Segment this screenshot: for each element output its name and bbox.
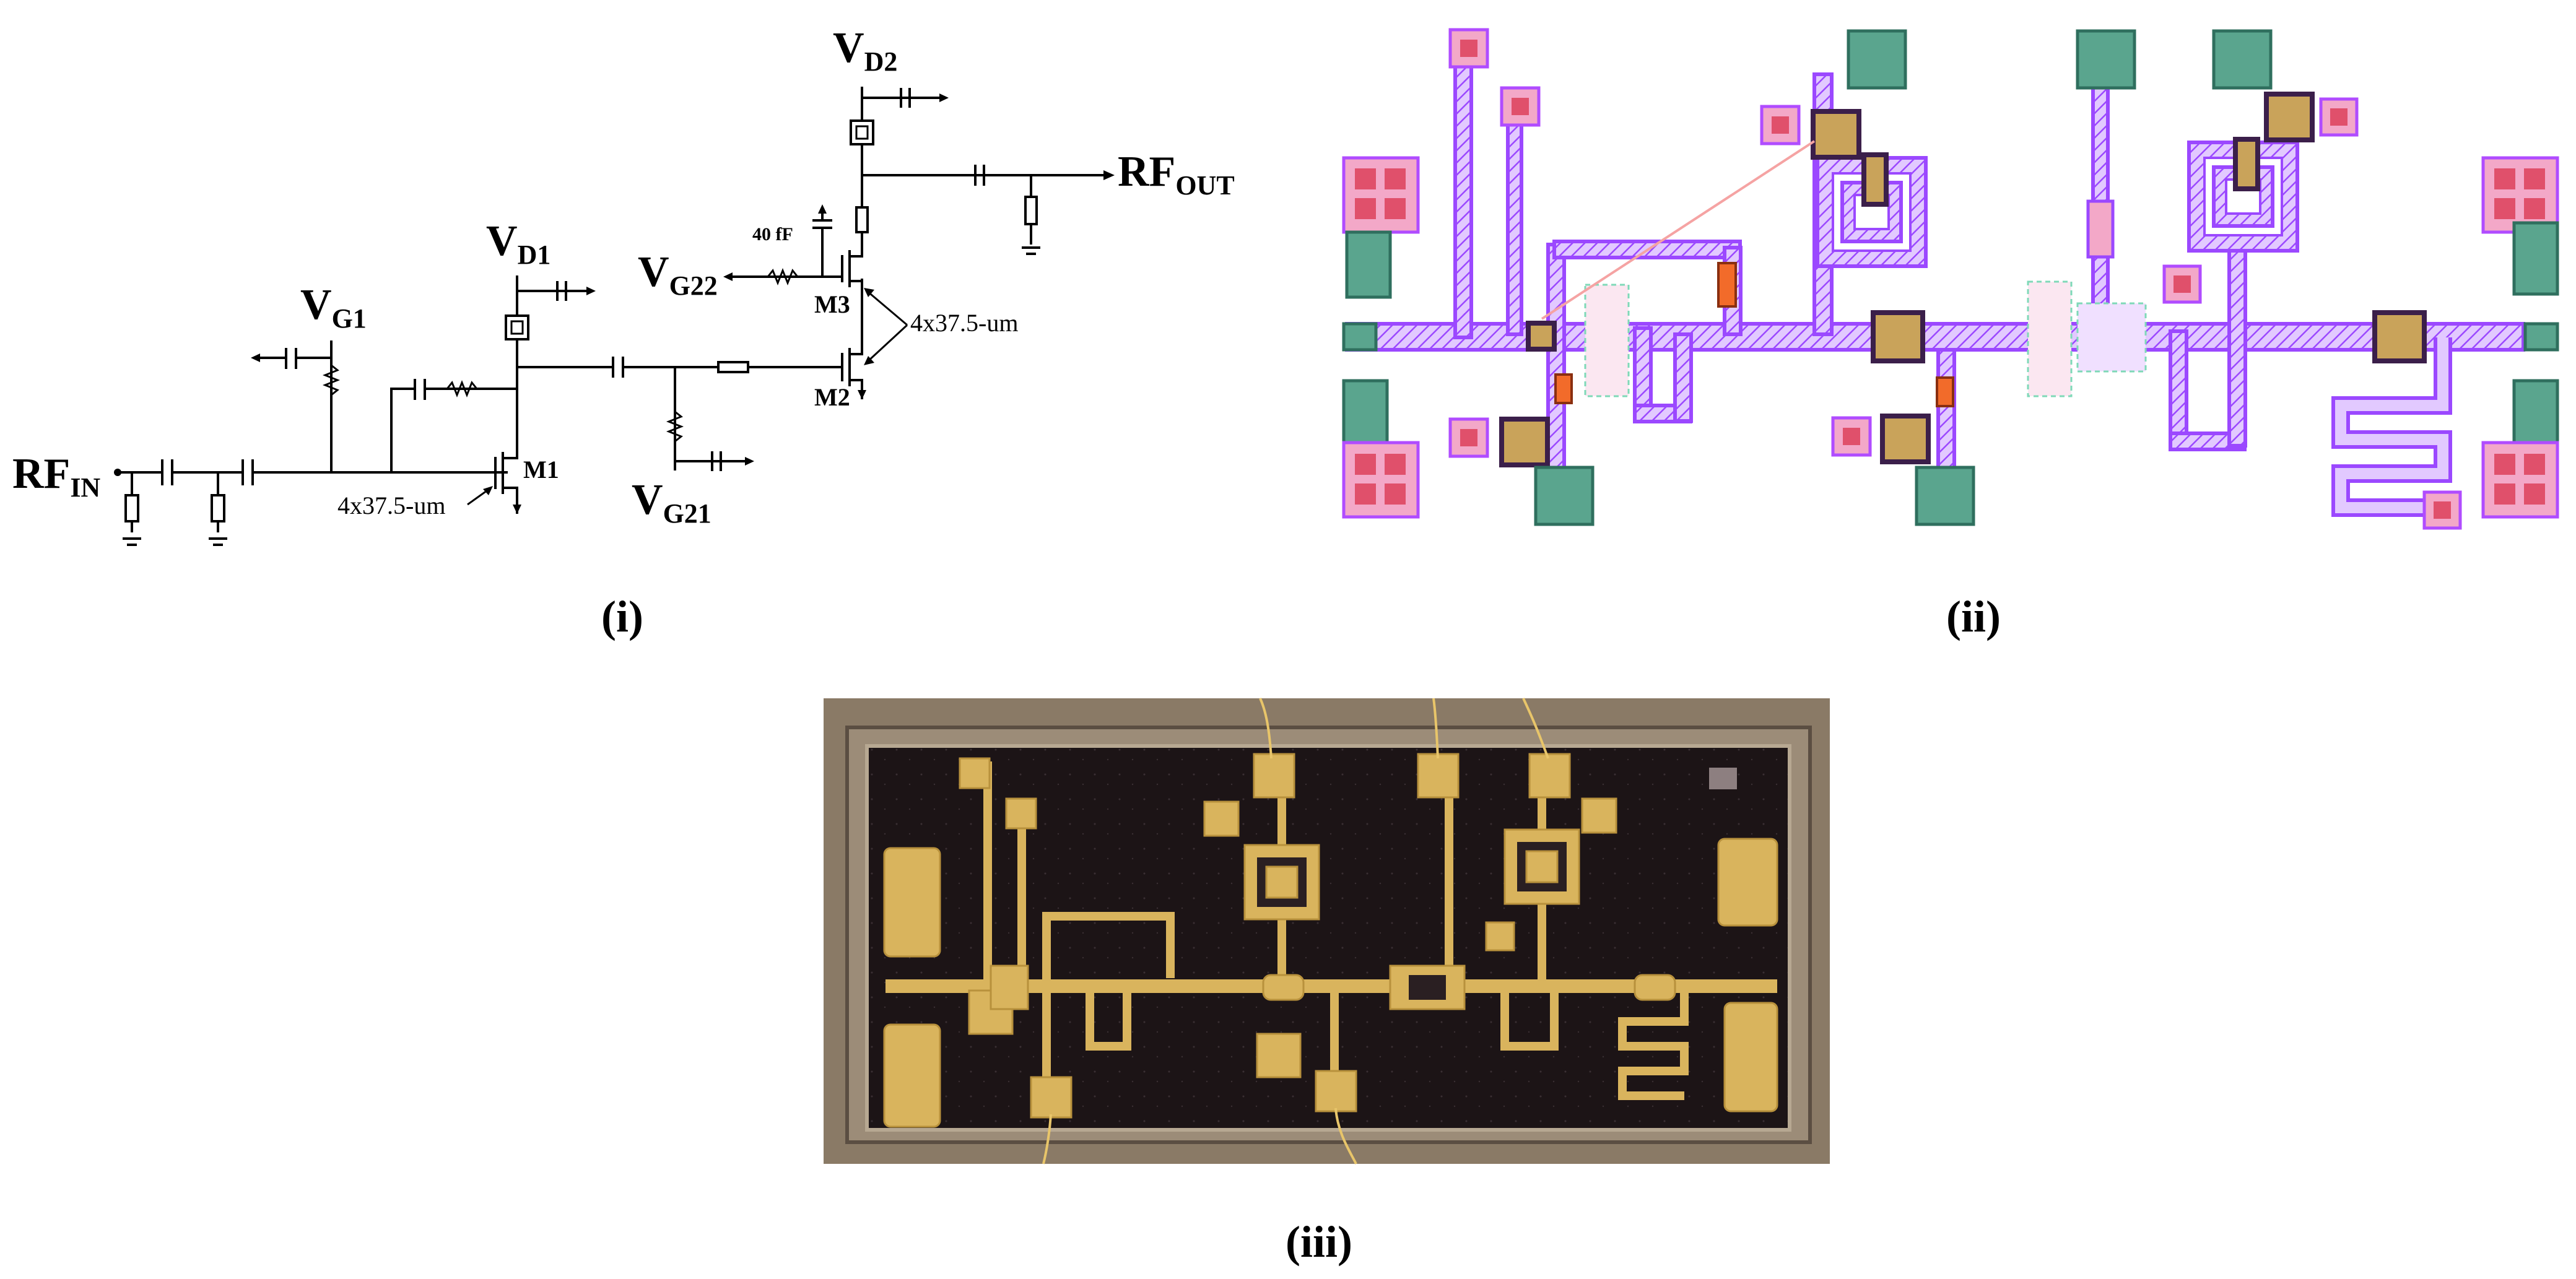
vg1-label: V	[300, 281, 332, 329]
chip-photo-panel: (iii)	[824, 698, 1830, 1267]
m2-label: M2	[814, 383, 850, 411]
caption-ii: (ii)	[1946, 592, 2001, 641]
svg-text:VG22: VG22	[638, 248, 718, 301]
cap-40ff-label: 40 fF	[752, 224, 793, 245]
vd1-sub: D1	[518, 240, 551, 270]
vg21-label: V	[632, 476, 663, 524]
vd2-sub: D2	[864, 46, 898, 77]
svg-text:VD1: VD1	[486, 217, 550, 270]
svg-text:RFIN: RFIN	[12, 450, 100, 503]
vg1-sub: G1	[332, 303, 367, 334]
vd1-label: V	[486, 217, 518, 265]
rfout-label: RF	[1118, 148, 1175, 196]
schematic-panel: VD2 VD1 VG1 VG22 VG21 RFIN RFOUT M1 M2 M…	[12, 24, 1235, 641]
svg-text:VG1: VG1	[300, 281, 367, 334]
caption-iii: (iii)	[1286, 1217, 1352, 1267]
layout-panel: (ii)	[1342, 28, 2559, 641]
vg22-label: V	[638, 248, 669, 296]
svg-text:VG21: VG21	[632, 476, 711, 529]
m23-size-label: 4x37.5-um	[910, 309, 1018, 337]
rfin-label: RF	[12, 450, 70, 498]
vg21-sub: G21	[663, 498, 711, 529]
vd2-label: V	[833, 24, 864, 72]
svg-text:VD2: VD2	[833, 24, 897, 77]
m1-label: M1	[523, 456, 559, 483]
m3-label: M3	[814, 290, 850, 318]
caption-i: (i)	[601, 592, 643, 641]
m1-size-label: 4x37.5-um	[337, 492, 445, 519]
rfin-sub: IN	[70, 472, 100, 503]
rfout-sub: OUT	[1175, 170, 1234, 201]
vg22-sub: G22	[669, 271, 718, 301]
svg-text:RFOUT: RFOUT	[1118, 148, 1235, 201]
